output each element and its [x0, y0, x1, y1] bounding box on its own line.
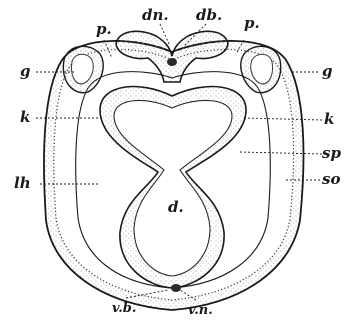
- label-db: db.: [196, 8, 222, 23]
- label-dn: dn.: [142, 8, 169, 23]
- label-vb: v.b.: [112, 302, 136, 315]
- label-sp: sp: [322, 146, 341, 161]
- label-p-left: p.: [96, 22, 112, 37]
- label-lh: lh: [14, 176, 31, 191]
- label-p-right: p.: [244, 16, 260, 31]
- ventral-vessel-dot: [171, 284, 181, 292]
- label-d: d.: [168, 200, 184, 215]
- label-k-left: k: [20, 110, 30, 125]
- label-so: so: [322, 172, 340, 187]
- label-k-right: k: [324, 112, 334, 127]
- label-g-right: g: [322, 64, 333, 79]
- label-g-left: g: [20, 64, 31, 79]
- label-vn: v.n.: [188, 304, 213, 317]
- dorsal-nerve-dot: [167, 58, 177, 66]
